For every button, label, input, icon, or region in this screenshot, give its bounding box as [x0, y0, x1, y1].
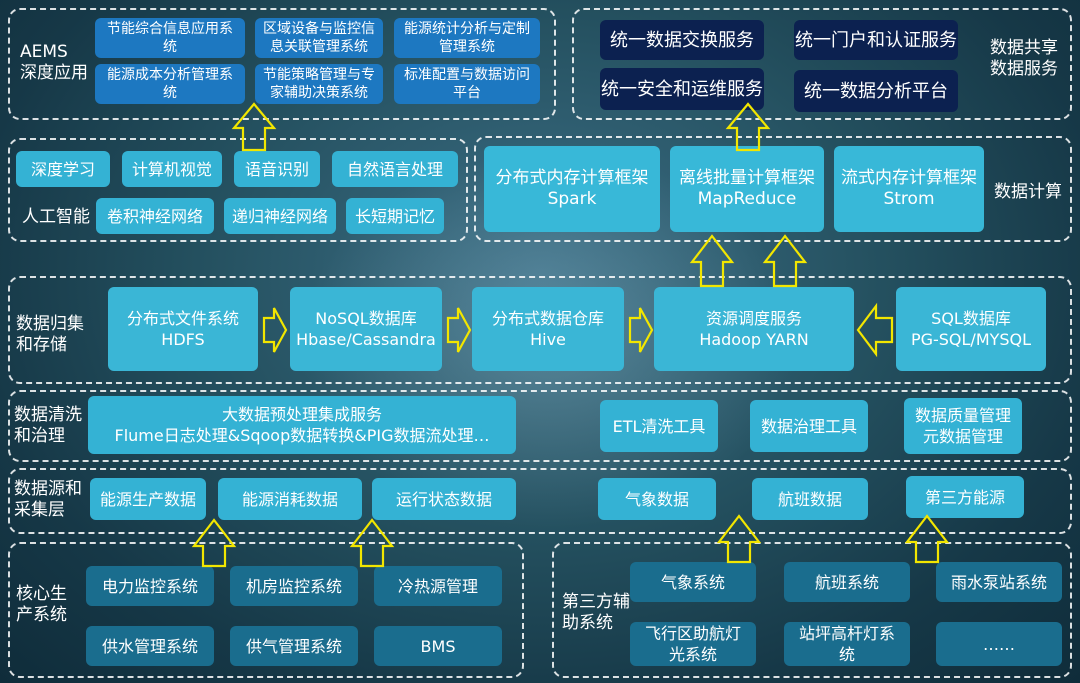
core-item-water[interactable]: 供水管理系统 [86, 626, 214, 666]
compute-item-mapreduce-title: 离线批量计算框架 [679, 168, 815, 188]
third-item-flight[interactable]: 航班系统 [784, 562, 910, 602]
sources-item-weather[interactable]: 气象数据 [598, 478, 716, 520]
aems-item-strategy[interactable]: 节能策略管理与专家辅助决策系统 [255, 64, 383, 104]
sources-item-production[interactable]: 能源生产数据 [90, 478, 206, 520]
aems-label: AEMS 深度应用 [20, 42, 88, 83]
storage-item-sql-sub: PG-SQL/MYSQL [910, 330, 1032, 349]
cleaning-main-title: 大数据预处理集成服务 [221, 405, 382, 424]
aems-item-energy-stats[interactable]: 能源统计分析与定制管理系统 [394, 18, 540, 58]
storage-item-sql-title: SQL数据库 [931, 309, 1011, 328]
arrow-right-nosql-hive [446, 307, 472, 353]
sharing-item-security[interactable]: 统一安全和运维服务 [600, 68, 764, 110]
third-panel [552, 542, 1072, 678]
ai-panel [8, 138, 468, 242]
sharing-item-exchange[interactable]: 统一数据交换服务 [600, 20, 764, 60]
ai-label: 人工智能 [22, 207, 90, 227]
core-label: 核心生 产系统 [16, 584, 67, 625]
core-panel [8, 542, 524, 678]
third-item-weather[interactable]: 气象系统 [630, 562, 756, 602]
sources-label: 数据源和 采集层 [14, 479, 82, 520]
compute-item-mapreduce-sub: MapReduce [697, 189, 797, 209]
compute-item-spark[interactable]: 分布式内存计算框架 Spark [484, 146, 660, 232]
compute-item-strom-sub: Strom [883, 189, 935, 209]
storage-item-nosql-title: NoSQL数据库 [315, 309, 417, 328]
core-item-gas[interactable]: 供气管理系统 [230, 626, 358, 666]
sources-panel [8, 468, 1072, 534]
arrow-up-to-mapreduce-right [762, 234, 808, 288]
storage-item-yarn-title: 资源调度服务 [705, 309, 802, 328]
sources-item-consumption[interactable]: 能源消耗数据 [218, 478, 362, 520]
third-item-rain-pump[interactable]: 雨水泵站系统 [936, 562, 1062, 602]
storage-item-sql[interactable]: SQL数据库 PG-SQL/MYSQL [896, 287, 1046, 371]
third-item-more[interactable]: …… [936, 622, 1062, 666]
storage-item-hive-title: 分布式数据仓库 [491, 309, 604, 328]
ai-item-nlp[interactable]: 自然语言处理 [332, 151, 458, 187]
sources-item-status[interactable]: 运行状态数据 [372, 478, 516, 520]
arrow-right-hive-yarn [628, 307, 654, 353]
cleaning-label: 数据清洗 和治理 [14, 405, 82, 446]
storage-label: 数据归集 和存储 [16, 314, 84, 355]
arrow-left-sql-yarn [856, 302, 894, 358]
storage-item-hdfs[interactable]: 分布式文件系统 HDFS [108, 287, 258, 371]
storage-item-hive-sub: Hive [530, 330, 566, 349]
third-item-airfield-light[interactable]: 飞行区助航灯 光系统 [630, 622, 756, 666]
arrow-right-hdfs-nosql [262, 307, 288, 353]
aems-panel [8, 8, 556, 120]
ai-item-lstm[interactable]: 长短期记忆 [346, 198, 444, 234]
cleaning-item-governance[interactable]: 数据治理工具 [750, 400, 868, 452]
aems-item-energy-info[interactable]: 节能综合信息应用系统 [95, 18, 245, 58]
storage-item-hdfs-sub: HDFS [161, 330, 205, 349]
cleaning-item-etl[interactable]: ETL清洗工具 [600, 400, 718, 452]
sharing-item-analysis[interactable]: 统一数据分析平台 [794, 70, 958, 112]
ai-item-speech[interactable]: 语音识别 [234, 151, 320, 187]
sharing-panel [572, 8, 1072, 120]
sharing-item-portal[interactable]: 统一门户和认证服务 [794, 20, 958, 60]
storage-item-nosql-sub: Hbase/Cassandra [296, 330, 436, 349]
third-item-apron-light[interactable]: 站坪高杆灯系 统 [784, 622, 910, 666]
compute-item-spark-title: 分布式内存计算框架 [495, 168, 649, 188]
arrow-up-to-mapreduce-left [689, 234, 735, 288]
compute-item-strom[interactable]: 流式内存计算框架 Strom [834, 146, 984, 232]
cleaning-item-quality[interactable]: 数据质量管理 元数据管理 [904, 398, 1022, 454]
ai-item-deep-learning[interactable]: 深度学习 [16, 151, 110, 187]
ai-item-cnn[interactable]: 卷积神经网络 [96, 198, 214, 234]
storage-item-nosql[interactable]: NoSQL数据库 Hbase/Cassandra [290, 287, 442, 371]
core-item-bms[interactable]: BMS [374, 626, 502, 666]
core-item-server-room[interactable]: 机房监控系统 [230, 566, 358, 606]
core-item-hvac[interactable]: 冷热源管理 [374, 566, 502, 606]
arrow-up-to-sharing [725, 102, 771, 152]
arrow-up-weather [716, 514, 762, 564]
ai-item-rnn[interactable]: 递归神经网络 [224, 198, 336, 234]
sources-item-flight[interactable]: 航班数据 [752, 478, 868, 520]
third-label: 第三方辅 助系统 [562, 592, 630, 633]
cleaning-panel [8, 390, 1072, 462]
sharing-label: 数据共享 数据服务 [990, 38, 1058, 79]
compute-item-strom-title: 流式内存计算框架 [841, 168, 977, 188]
storage-item-hdfs-title: 分布式文件系统 [126, 309, 239, 328]
storage-panel [8, 276, 1072, 384]
arrow-up-running-status [349, 518, 395, 568]
aems-item-cost-analysis[interactable]: 能源成本分析管理系统 [95, 64, 245, 104]
compute-label: 数据计算 [994, 182, 1062, 202]
arrow-up-energy-production [191, 518, 237, 568]
compute-panel [474, 136, 1072, 242]
arrow-up-to-aems [231, 102, 277, 152]
aems-item-device-monitor[interactable]: 区域设备与监控信息关联管理系统 [255, 18, 383, 58]
ai-item-computer-vision[interactable]: 计算机视觉 [122, 151, 222, 187]
storage-item-yarn[interactable]: 资源调度服务 Hadoop YARN [654, 287, 854, 371]
compute-item-mapreduce[interactable]: 离线批量计算框架 MapReduce [670, 146, 824, 232]
storage-item-yarn-sub: Hadoop YARN [699, 330, 809, 349]
aems-item-config-platform[interactable]: 标准配置与数据访问平台 [394, 64, 540, 104]
cleaning-main-sub: Flume日志处理&Sqoop数据转换&PIG数据流处理… [114, 426, 490, 445]
cleaning-main-service[interactable]: 大数据预处理集成服务 Flume日志处理&Sqoop数据转换&PIG数据流处理… [88, 396, 516, 454]
compute-item-spark-sub: Spark [547, 189, 597, 209]
storage-item-hive[interactable]: 分布式数据仓库 Hive [472, 287, 624, 371]
core-item-power[interactable]: 电力监控系统 [86, 566, 214, 606]
sources-item-third-energy[interactable]: 第三方能源 [906, 476, 1024, 518]
arrow-up-third-energy [904, 514, 950, 564]
